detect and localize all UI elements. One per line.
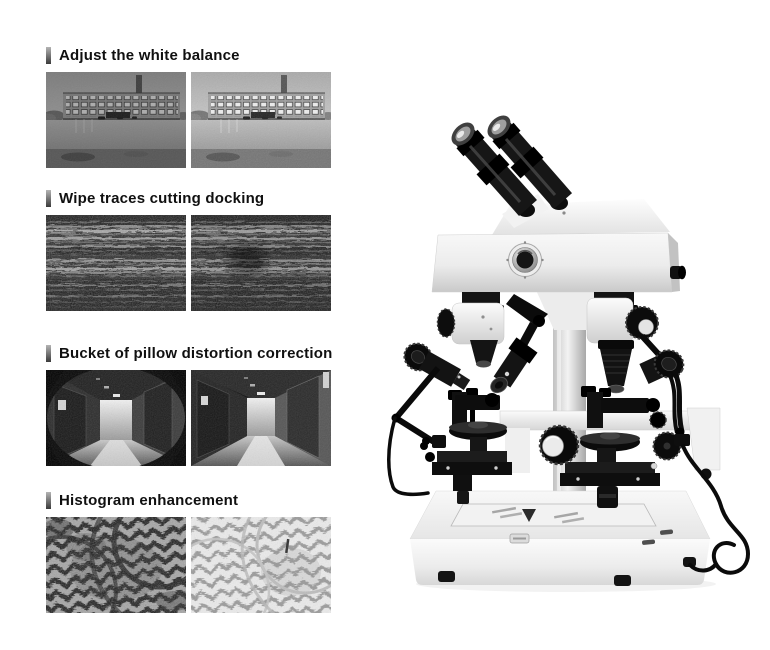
right-objective [598, 340, 634, 394]
binocular-eyepieces [451, 115, 573, 217]
feature-header: Wipe traces cutting docking [46, 189, 333, 207]
brand-plate [509, 533, 530, 544]
base-feet [438, 557, 696, 586]
power-cord-right [681, 444, 751, 575]
focus-knob [538, 424, 580, 466]
heading-accent-bar [46, 189, 51, 207]
control-panel [450, 503, 657, 527]
right-stage [560, 386, 667, 508]
left-objective [470, 340, 498, 368]
panel-button [522, 509, 536, 522]
illumination-knob [506, 241, 544, 279]
heading-accent-bar [46, 344, 51, 362]
right-optical-body [586, 297, 659, 344]
bridge-housing [431, 232, 686, 293]
power-cord-left [387, 416, 430, 497]
corridor-corrected-image [191, 370, 331, 466]
tread-pattern-light-image [191, 517, 331, 613]
feature-header: Adjust the white balance [46, 46, 333, 64]
inner-left-illuminator-lamp [490, 294, 548, 394]
feature-title: Adjust the white balance [59, 46, 240, 64]
left-stage [420, 388, 512, 504]
image-pair [46, 517, 333, 613]
right-illuminator-lamp [639, 333, 690, 446]
image-pair [46, 72, 333, 168]
base-port [642, 539, 656, 545]
instrument-base [409, 490, 711, 586]
section-wipe-traces: Wipe traces cutting docking [46, 189, 333, 311]
feature-header: Histogram enhancement [46, 491, 333, 509]
base-port [660, 529, 674, 535]
feature-title: Histogram enhancement [59, 491, 239, 509]
toolmark-left-image [46, 215, 186, 311]
feature-header: Bucket of pillow distortion correction [46, 344, 333, 362]
power-cord-right-tail [688, 562, 718, 573]
tread-pattern-dark-image [46, 517, 186, 613]
toolmark-right-image [191, 215, 331, 311]
heading-accent-bar [46, 491, 51, 509]
white-balance-before-image [46, 72, 186, 168]
section-distortion-correction: Bucket of pillow distortion correction [46, 344, 333, 466]
corridor-fisheye-image [46, 370, 186, 466]
left-magnification-knob [437, 309, 455, 337]
heading-accent-bar [46, 46, 51, 64]
comparison-microscope-photo [387, 115, 751, 592]
section-histogram-enhancement: Histogram enhancement [46, 491, 333, 613]
image-pair [46, 370, 333, 466]
feature-title: Bucket of pillow distortion correction [59, 344, 333, 362]
left-optical-body [436, 302, 505, 345]
image-pair [46, 215, 333, 311]
white-balance-after-image [191, 72, 331, 168]
feature-title: Wipe traces cutting docking [59, 189, 265, 207]
section-white-balance: Adjust the white balance [46, 46, 333, 168]
